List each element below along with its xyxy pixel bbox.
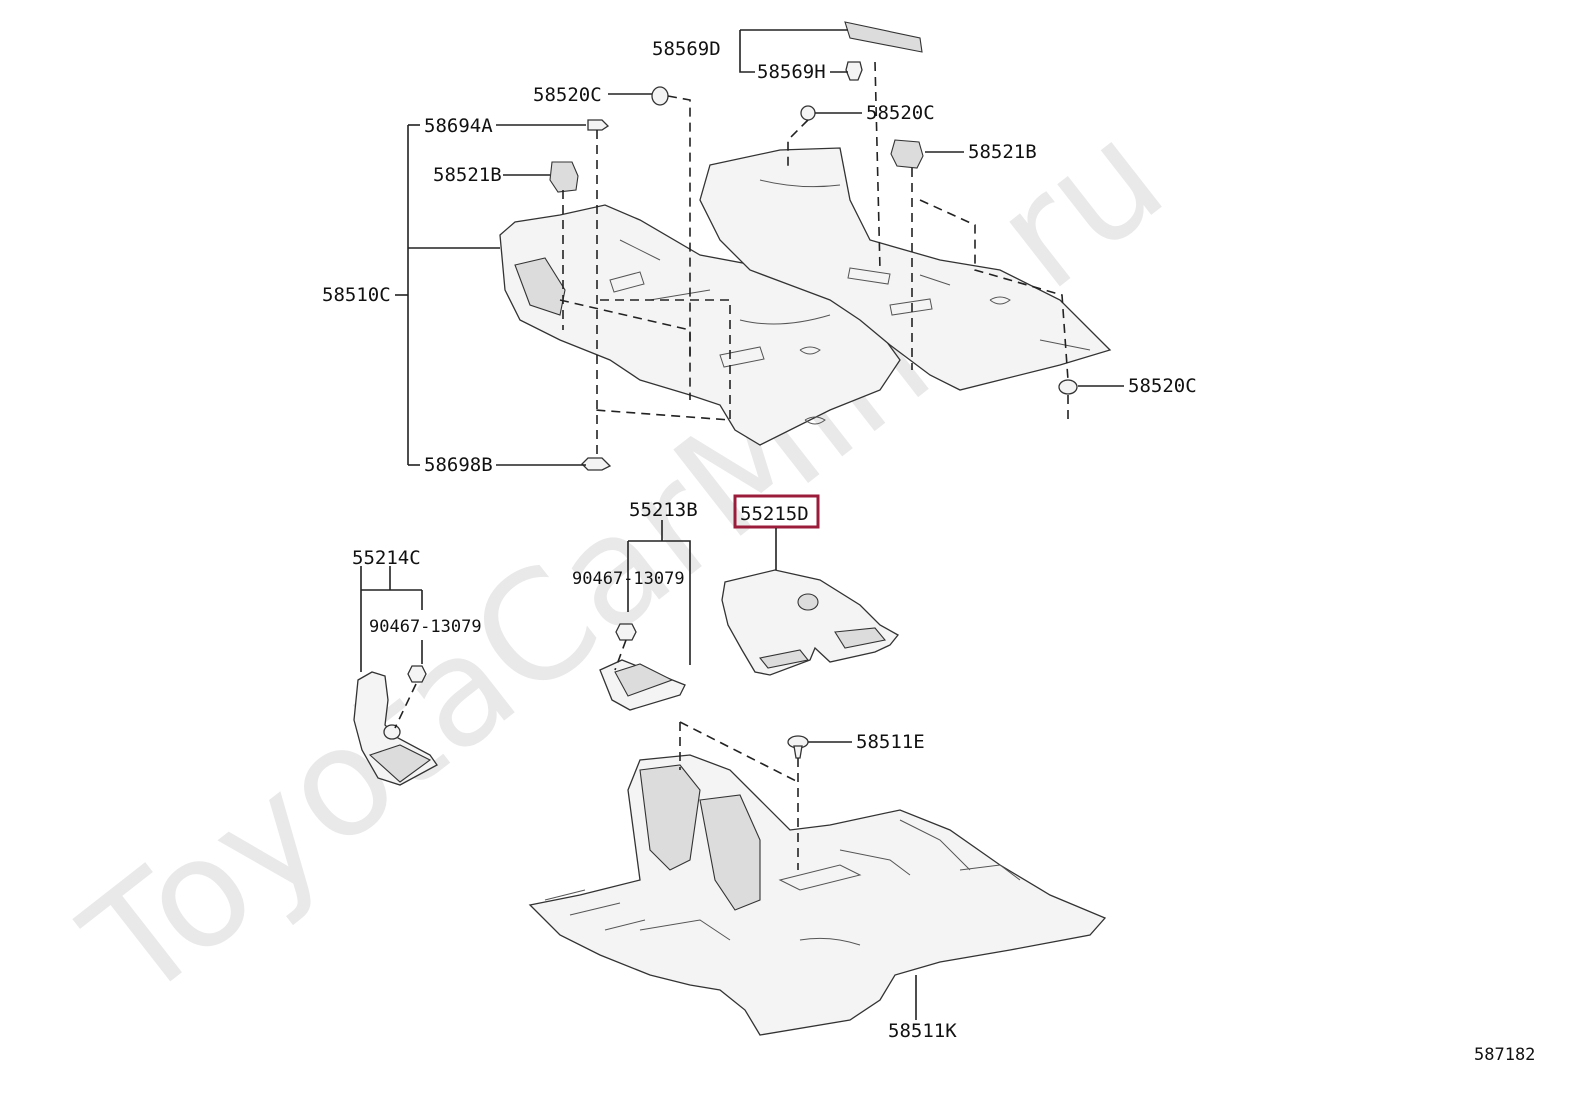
part-55213B [599, 659, 686, 711]
fastener-58520C-top [651, 86, 669, 106]
label-58698B: 58698B [424, 454, 493, 476]
fastener-58511E [787, 735, 809, 759]
label-58520C-right: 58520C [1128, 375, 1197, 397]
front-floor-carpet [499, 204, 901, 446]
label-58520C-top: 58520C [533, 84, 602, 106]
fastener-58521B-left [549, 161, 579, 193]
label-58521B-right: 58521B [968, 141, 1037, 163]
fastener-58521B-right [890, 139, 924, 169]
fastener-58569H [845, 61, 863, 81]
label-90467-13079-b: 90467-13079 [369, 617, 482, 637]
label-58694A: 58694A [424, 115, 493, 137]
fastener-58520C-mid [800, 105, 816, 121]
diagram-id: 587182 [1474, 1045, 1535, 1065]
label-55214C: 55214C [352, 547, 421, 569]
label-55213B: 55213B [629, 499, 698, 521]
highlight-box-55215D [733, 494, 820, 529]
clip-90467-b [407, 665, 427, 683]
part-55214C [353, 671, 438, 786]
label-58511E: 58511E [856, 731, 925, 753]
label-58569D: 58569D [652, 38, 721, 60]
fastener-58698B [581, 457, 612, 471]
label-90467-13079-a: 90467-13079 [572, 569, 685, 589]
part-55215D [721, 569, 899, 676]
lower-floor-carpet [528, 754, 1107, 1036]
label-58520C-mid: 58520C [866, 102, 935, 124]
label-58521B-left: 58521B [433, 164, 502, 186]
label-58510C: 58510C [322, 284, 391, 306]
label-58569H: 58569H [757, 61, 826, 83]
fastener-58520C-right [1058, 379, 1078, 395]
label-58511K: 58511K [888, 1020, 957, 1042]
fastener-58569D [844, 21, 923, 53]
label-55215D[interactable]: 55215D [740, 503, 809, 525]
fastener-58694A [587, 119, 610, 131]
clip-90467-a [615, 623, 637, 641]
